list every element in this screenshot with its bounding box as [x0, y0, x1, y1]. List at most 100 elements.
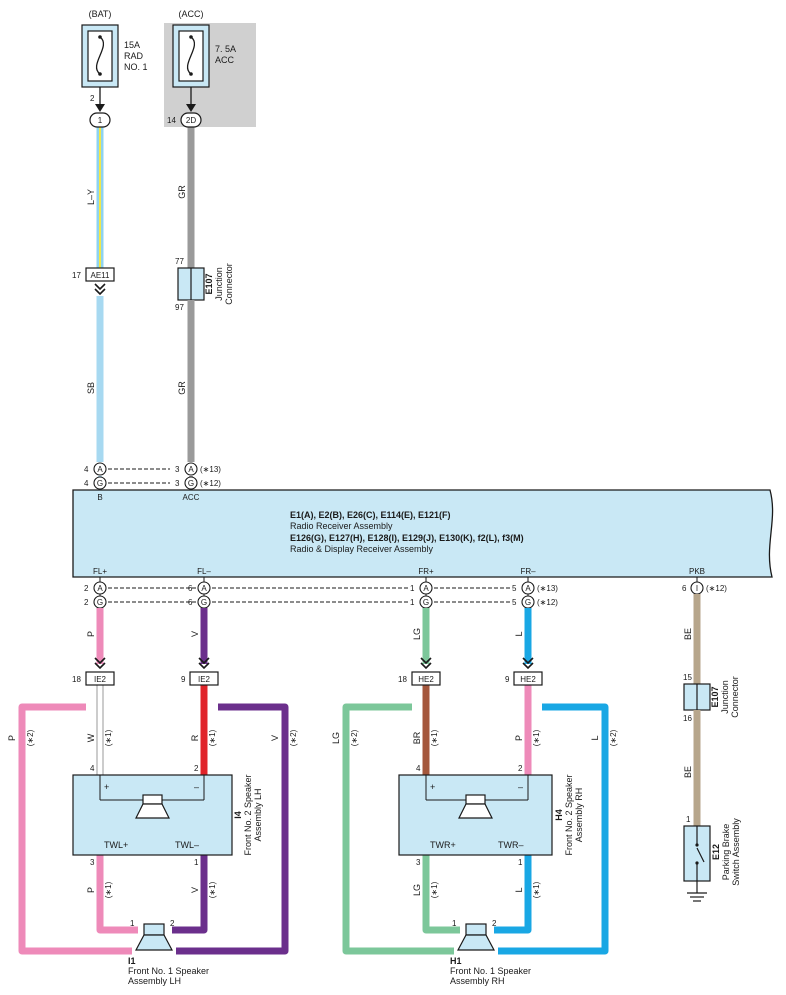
pin-flm-a: A [201, 584, 207, 593]
receiver-title-2: Radio Receiver Assembly [290, 521, 393, 531]
junction-right-pin-in: 15 [683, 673, 692, 682]
h4-line2: Assembly RH [574, 788, 584, 843]
note-12-bottom: (∗12) [537, 598, 558, 607]
wire-rh-outer-lg-label: LG [331, 732, 341, 744]
h4-pin1: 1 [518, 858, 523, 867]
note-12-top: (∗12) [200, 479, 221, 488]
fuse-bat-name-1: RAD [124, 51, 144, 61]
pin-frp-g: G [423, 598, 429, 607]
note-lh-w: (∗1) [104, 729, 113, 746]
connector-2d-label: 2D [186, 116, 196, 125]
receiver-title-3: E126(G), E127(H), E128(I), E129(J), E130… [290, 533, 524, 543]
note-12-pkb: (∗12) [706, 584, 727, 593]
note-rh-bottom-l: (∗1) [532, 881, 541, 898]
h4-twr-minus: TWR– [498, 840, 524, 850]
wire-lg-label: LG [412, 628, 422, 640]
junction-top-pin-in: 77 [175, 257, 184, 266]
pin-b-g-num: 4 [84, 479, 89, 488]
connector-ie2-left [85, 671, 115, 686]
connector-2d [180, 112, 202, 128]
receiver-top-pins [93, 462, 198, 490]
connector-he2-left-pin: 18 [398, 675, 407, 684]
pin-frp-g-num: 1 [410, 598, 415, 607]
wire-lh-outer-p [18, 703, 132, 955]
wire-rh-outer-lg [342, 703, 454, 955]
connector-ae11-pin: 17 [72, 271, 81, 280]
wire-lh-bottom-p-label: P [86, 887, 96, 893]
fuse-acc-rating: 7. 5A [215, 44, 236, 54]
fuse-acc [172, 24, 210, 88]
fuse-acc-name: ACC [215, 55, 235, 65]
junction-right-pin-out: 16 [683, 714, 692, 723]
connector-ie2-right-pin: 9 [181, 675, 186, 684]
connector-ie2-left-label: IE2 [94, 675, 107, 684]
pin-acc-g: G [188, 479, 194, 488]
junction-top-pin-out: 97 [175, 303, 184, 312]
pin-flm-a-num: 6 [188, 584, 193, 593]
note-rh-br: (∗1) [430, 729, 439, 746]
wire-be1-label: BE [683, 628, 693, 640]
pin-frm-a-num: 5 [512, 584, 517, 593]
h4-pin3: 3 [416, 858, 421, 867]
wire-gr1-label: GR [177, 185, 187, 199]
i4-minus: – [194, 782, 199, 792]
pin-flp-g: G [97, 598, 103, 607]
i4-pin3: 3 [90, 858, 95, 867]
connector-ie2-right-label: IE2 [198, 675, 211, 684]
connector-ie2-left-pin: 18 [72, 675, 81, 684]
h1-pin2: 2 [492, 919, 497, 928]
note-lh-bottom-p: (∗1) [104, 881, 113, 898]
wire-lh-bottom-v [172, 855, 208, 934]
connector-ae11-chevron [94, 283, 106, 295]
pin-acc-a-num: 3 [175, 465, 180, 474]
fuse-bat-name-2: NO. 1 [124, 62, 148, 72]
pin-b-a-num: 4 [84, 465, 89, 474]
receiver-pin-frm-label: FR– [520, 567, 536, 576]
h1-line2: Assembly RH [450, 976, 505, 986]
receiver-title-4: Radio & Display Receiver Assembly [290, 544, 434, 554]
wire-rh-br-label: BR [412, 731, 422, 744]
wire-rh-bottom-l [494, 855, 532, 934]
i4-id: I4 [233, 811, 243, 819]
note-lh-outer-v: (∗2) [289, 729, 298, 746]
pin-b-g: G [97, 479, 103, 488]
receiver-title-1: E1(A), E2(B), E26(C), E114(E), E121(F) [290, 510, 451, 520]
note-lh-outer-p: (∗2) [26, 729, 35, 746]
junction-top-line1: Junction [214, 267, 224, 301]
speaker-i1 [135, 923, 173, 951]
i4-twl-minus: TWL– [175, 840, 199, 850]
wire-lh-outer-v [176, 703, 289, 955]
wire-rh-bottom-l-label: L [514, 887, 524, 892]
wire-rh-outer-l [498, 703, 609, 955]
h1-line1: Front No. 1 Speaker [450, 966, 531, 976]
i1-pin2: 2 [170, 919, 175, 928]
wire-lh-r-label: R [190, 734, 200, 741]
connector-he2-left [411, 671, 441, 686]
pin-b-a: A [97, 465, 103, 474]
receiver-pin-pkb-label: PKB [689, 567, 705, 576]
junction-right-line2: Connector [730, 676, 740, 718]
connector-ie2-right [189, 671, 219, 686]
acc-supply-label: (ACC) [179, 9, 204, 19]
connector-he2-right-pin: 9 [505, 675, 510, 684]
speaker-h4 [398, 774, 553, 856]
wire-rh-p-label: P [514, 735, 524, 741]
fuse-acc-pin: 14 [167, 116, 176, 125]
note-rh-outer-l: (∗2) [609, 729, 618, 746]
pin-frm-g: G [525, 598, 531, 607]
speaker-h1 [457, 923, 495, 951]
pin-pkb-i: I [696, 584, 698, 593]
pin-flp-g-num: 2 [84, 598, 89, 607]
receiver-pin-flp-label: FL+ [93, 567, 107, 576]
connector-he2-right-label: HE2 [520, 675, 536, 684]
pin-acc-g-num: 3 [175, 479, 180, 488]
wire-sb-label: SB [86, 382, 96, 394]
pin-flp-a: A [97, 584, 103, 593]
connector-1 [89, 112, 111, 128]
wire-lh-w-label: W [86, 733, 96, 742]
note-lh-bottom-v: (∗1) [208, 881, 217, 898]
note-lh-r: (∗1) [208, 729, 217, 746]
parking-switch-id: E12 [711, 844, 721, 860]
pin-flp-a-num: 2 [84, 584, 89, 593]
